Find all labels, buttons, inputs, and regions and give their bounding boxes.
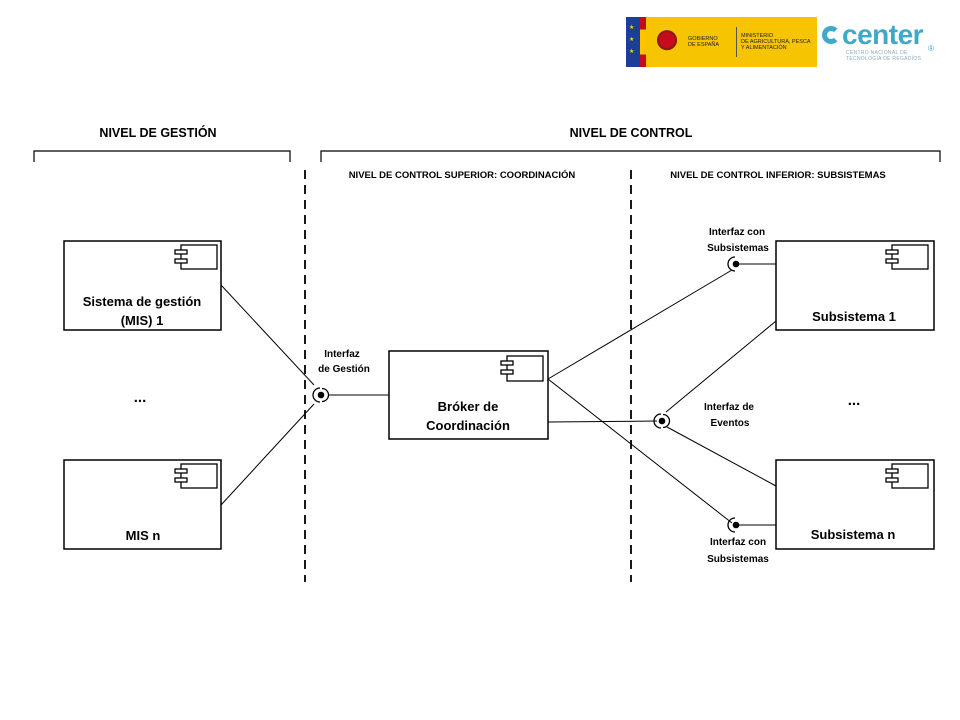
center-logo-subtitle: CENTRO NACIONAL DE TECNOLOGÍA DE REGADÍO… bbox=[846, 50, 936, 62]
broker-label-line2: Coordinación bbox=[426, 418, 510, 433]
socket-icon bbox=[321, 387, 330, 403]
misn-label: MIS n bbox=[126, 528, 161, 543]
component-subsistema-1[interactable]: Subsistema 1 bbox=[775, 240, 935, 331]
socket-icon bbox=[727, 256, 736, 272]
logo-divider bbox=[736, 27, 737, 57]
center-ring-icon bbox=[822, 26, 840, 44]
line-broker-subbottom bbox=[547, 378, 733, 524]
line-broker-eventos bbox=[547, 420, 658, 423]
interface-eventos-label-line1: Interfaz de bbox=[704, 402, 754, 413]
socket-icon bbox=[653, 413, 662, 429]
interface-subbottom-label-line1: Interfaz con bbox=[710, 537, 766, 548]
ball-icon bbox=[732, 260, 740, 268]
line-mis1-gestion bbox=[220, 284, 315, 386]
ellipsis-right: ... bbox=[848, 392, 861, 409]
spain-flag-icon bbox=[640, 17, 646, 67]
component-subsistema-n[interactable]: Subsistema n bbox=[775, 459, 935, 550]
government-logo: ★★★ GOBIERNO DE ESPAÑA MINISTERIO DE AGR… bbox=[626, 17, 817, 67]
control-bracket bbox=[320, 150, 941, 162]
center-sub-line-2: TECNOLOGÍA DE REGADÍOS bbox=[846, 55, 922, 62]
component-broker[interactable]: Bróker de Coordinación bbox=[388, 350, 549, 440]
line-broker-subtop bbox=[547, 269, 733, 380]
component-icon bbox=[500, 355, 544, 382]
ball-icon bbox=[732, 521, 740, 529]
eu-flag-icon: ★★★ bbox=[626, 17, 640, 67]
level-inferior-title: NIVEL DE CONTROL INFERIOR: SUBSISTEMAS bbox=[670, 170, 886, 181]
ball-icon bbox=[317, 391, 325, 399]
subn-label: Subsistema n bbox=[811, 527, 896, 542]
center-registered-mark: ® bbox=[928, 44, 934, 53]
connector-lines bbox=[220, 263, 777, 526]
coat-of-arms-icon bbox=[650, 24, 684, 60]
gestion-bracket bbox=[33, 150, 291, 162]
component-mis-n[interactable]: MIS n bbox=[63, 459, 222, 550]
broker-label-line1: Bróker de bbox=[438, 399, 499, 414]
center-logo-word: center bbox=[842, 19, 924, 50]
ministry-line-3: Y ALIMENTACIÓN bbox=[741, 45, 787, 51]
mis1-label-line1: Sistema de gestión bbox=[83, 294, 202, 309]
mis1-label-line2: (MIS) 1 bbox=[121, 313, 164, 328]
government-name: GOBIERNO DE ESPAÑA bbox=[688, 36, 732, 48]
interface-subtop-label-line2: Subsistemas bbox=[707, 243, 769, 254]
interface-subsistemas-bottom[interactable] bbox=[727, 517, 740, 533]
component-icon bbox=[885, 463, 929, 489]
ministry-line-2: DE AGRICULTURA, PESCA bbox=[741, 39, 811, 45]
interface-subtop-label-line1: Interfaz con bbox=[709, 227, 765, 238]
center-logo: center ® CENTRO NACIONAL DE TECNOLOGÍA D… bbox=[820, 20, 940, 64]
level-gestion-title: NIVEL DE GESTIÓN bbox=[99, 125, 216, 140]
interface-gestion[interactable] bbox=[312, 387, 330, 403]
ministry-line-1: MINISTERIO bbox=[741, 33, 774, 39]
component-mis-1[interactable]: Sistema de gestión (MIS) 1 bbox=[63, 240, 222, 331]
interface-eventos-label-line2: Eventos bbox=[711, 418, 750, 429]
interface-subsistemas-top[interactable] bbox=[727, 256, 740, 272]
level-control-title: NIVEL DE CONTROL bbox=[570, 126, 693, 140]
gov-line-2: DE ESPAÑA bbox=[688, 42, 720, 48]
interface-subbottom-label-line2: Subsistemas bbox=[707, 554, 769, 565]
socket-icon bbox=[727, 517, 736, 533]
interface-gestion-label-line1: Interfaz bbox=[324, 349, 360, 360]
component-icon bbox=[174, 244, 218, 270]
component-icon bbox=[885, 244, 929, 270]
line-misn-gestion bbox=[220, 403, 315, 506]
sub1-label: Subsistema 1 bbox=[812, 309, 896, 324]
line-eventos-sub1 bbox=[665, 320, 777, 413]
ball-icon bbox=[658, 417, 666, 425]
center-sub-line-1: CENTRO NACIONAL DE bbox=[846, 50, 908, 56]
socket-icon bbox=[312, 387, 321, 403]
component-icon bbox=[174, 463, 218, 489]
socket-icon bbox=[662, 413, 671, 429]
ministry-name: MINISTERIO DE AGRICULTURA, PESCA Y ALIME… bbox=[741, 33, 815, 51]
level-superior-title: NIVEL DE CONTROL SUPERIOR: COORDINACIÓN bbox=[349, 169, 576, 181]
interface-eventos[interactable] bbox=[653, 413, 671, 429]
gov-line-1: GOBIERNO bbox=[688, 36, 718, 42]
ellipsis-left: ... bbox=[134, 389, 147, 406]
interface-gestion-label-line2: de Gestión bbox=[318, 364, 370, 375]
line-eventos-subn bbox=[666, 426, 777, 487]
